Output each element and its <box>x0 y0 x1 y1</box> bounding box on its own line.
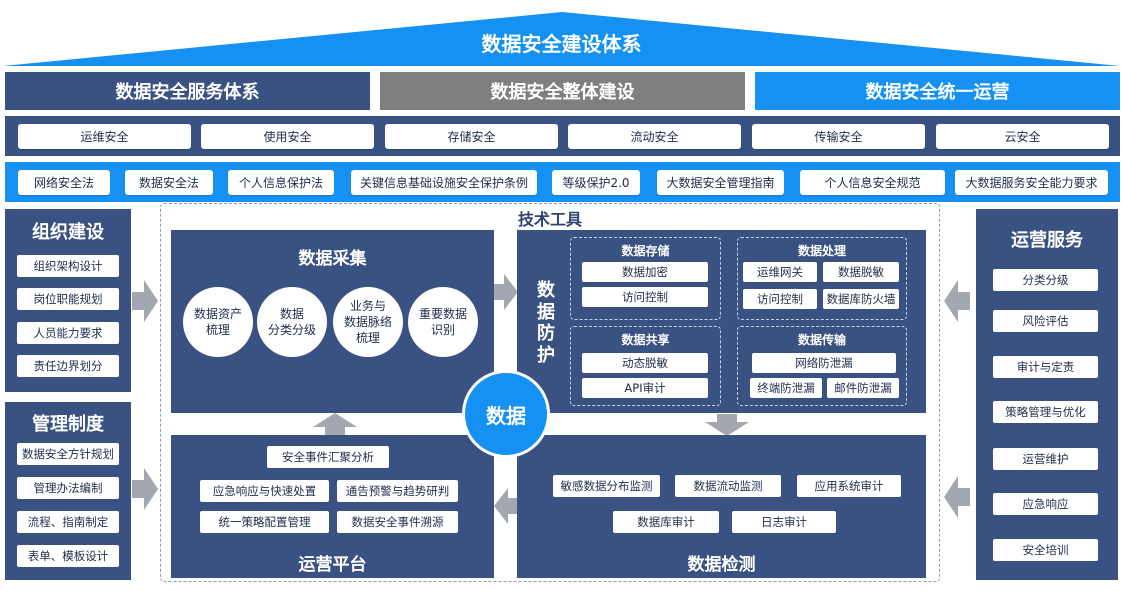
arrow-right-icon <box>494 274 518 310</box>
arrow-left-icon <box>494 488 518 524</box>
arrow-left-icon <box>944 280 970 322</box>
area-transfer: 传输安全 <box>752 124 925 149</box>
tier-operation: 数据安全统一运营 <box>755 72 1120 110</box>
org-item-3: 人员能力要求 <box>17 322 119 344</box>
ops-platform-item-4: 统一策略配置管理 <box>200 511 329 533</box>
sharing-item-1: 动态脱敏 <box>582 353 708 373</box>
collection-item-4: 重要数据 识别 <box>408 287 478 357</box>
area-cloud: 云安全 <box>936 124 1109 149</box>
org-title: 组织建设 <box>32 222 104 243</box>
sharing-box <box>570 326 721 406</box>
storage-box <box>570 237 721 320</box>
ops-service-item-5: 运营维护 <box>993 448 1098 470</box>
tech-tools-title: 技术工具 <box>517 210 582 229</box>
ops-platform-item-3: 通告预警与趋势研判 <box>337 480 458 502</box>
ops-service-item-6: 应急响应 <box>993 493 1098 515</box>
ops-platform-item-1: 安全事件汇聚分析 <box>267 446 389 468</box>
detection-item-4: 数据库审计 <box>613 511 719 533</box>
detection-item-1: 敏感数据分布监测 <box>553 475 660 497</box>
arrow-left-icon <box>944 476 970 518</box>
area-use: 使用安全 <box>201 124 374 149</box>
storage-item-2: 访问控制 <box>582 287 708 307</box>
ops-service-item-2: 风险评估 <box>993 310 1098 332</box>
ops-service-item-1: 分类分级 <box>993 269 1098 291</box>
sharing-title: 数据共享 <box>621 333 670 347</box>
processing-item-4: 数据库防火墙 <box>823 289 899 309</box>
transfer-item-3: 邮件防泄漏 <box>827 378 899 398</box>
top-title: 数据安全建设体系 <box>481 32 642 56</box>
reg-4: 关键信息基础设施安全保护条例 <box>351 170 537 195</box>
ops-service-item-4: 策略管理与优化 <box>993 401 1098 423</box>
reg-2: 数据安全法 <box>125 170 213 195</box>
tech-tools-frame <box>160 203 940 582</box>
area-ops: 运维安全 <box>18 124 191 149</box>
ops-platform-title: 运营平台 <box>298 555 367 575</box>
arrow-up-icon <box>313 413 357 435</box>
storage-item-1: 数据加密 <box>582 262 708 282</box>
ops-service-item-7: 安全培训 <box>993 539 1098 561</box>
ops-service-item-3: 审计与定责 <box>993 356 1098 378</box>
roof <box>3 12 1120 66</box>
detection-item-2: 数据流动监测 <box>675 475 781 497</box>
storage-title: 数据存储 <box>621 244 670 258</box>
mgmt-item-2: 管理办法编制 <box>17 477 119 499</box>
mgmt-item-1: 数据安全方针规划 <box>17 443 119 465</box>
reg-6: 大数据安全管理指南 <box>657 170 784 195</box>
arrow-down-icon <box>705 414 749 436</box>
mgmt-title: 管理制度 <box>32 414 104 435</box>
org-item-4: 责任边界划分 <box>17 355 119 377</box>
detection-title: 数据检测 <box>687 555 756 575</box>
sharing-item-2: API审计 <box>582 378 708 398</box>
reg-3: 个人信息保护法 <box>228 170 334 195</box>
ops-platform-item-2: 应急响应与快速处置 <box>200 480 329 502</box>
transfer-box <box>737 326 907 406</box>
mgmt-item-3: 流程、指南制定 <box>17 511 119 533</box>
center-data-circle: 数据 <box>462 370 550 458</box>
transfer-item-2: 终端防泄漏 <box>750 378 822 398</box>
ops-service-panel <box>976 209 1118 580</box>
area-flow: 流动安全 <box>568 124 741 149</box>
collection-item-2: 数据 分类分级 <box>257 287 327 357</box>
reg-7: 个人信息安全规范 <box>800 170 945 195</box>
ops-service-title: 运营服务 <box>1011 230 1083 251</box>
arrow-right-icon <box>132 280 158 322</box>
org-item-1: 组织架构设计 <box>17 255 119 277</box>
detection-item-5: 日志审计 <box>732 511 836 533</box>
ops-platform-item-5: 数据安全事件溯源 <box>337 511 458 533</box>
transfer-title: 数据传输 <box>797 333 846 347</box>
arrow-right-icon <box>132 468 158 510</box>
reg-1: 网络安全法 <box>18 170 110 195</box>
processing-box <box>737 237 907 320</box>
reg-8: 大数据服务安全能力要求 <box>955 170 1108 195</box>
processing-title: 数据处理 <box>797 244 846 258</box>
transfer-item-1: 网络防泄漏 <box>752 353 896 373</box>
processing-item-2: 数据脱敏 <box>823 262 899 282</box>
tier-service: 数据安全服务体系 <box>5 72 370 110</box>
reg-5: 等级保护2.0 <box>552 170 640 195</box>
detection-panel <box>517 435 926 578</box>
collection-title: 数据采集 <box>298 249 367 269</box>
protection-title: 数 据 防 护 <box>537 280 555 366</box>
org-item-2: 岗位职能规划 <box>17 288 119 310</box>
processing-item-3: 访问控制 <box>743 289 817 309</box>
mgmt-item-4: 表单、模板设计 <box>17 545 119 567</box>
collection-item-3: 业务与 数据脉络 梳理 <box>333 287 403 357</box>
collection-item-1: 数据资产 梳理 <box>183 287 253 357</box>
tier-overall: 数据安全整体建设 <box>380 72 745 110</box>
detection-item-3: 应用系统审计 <box>797 475 901 497</box>
processing-item-1: 运维网关 <box>743 262 817 282</box>
area-storage: 存储安全 <box>385 124 558 149</box>
